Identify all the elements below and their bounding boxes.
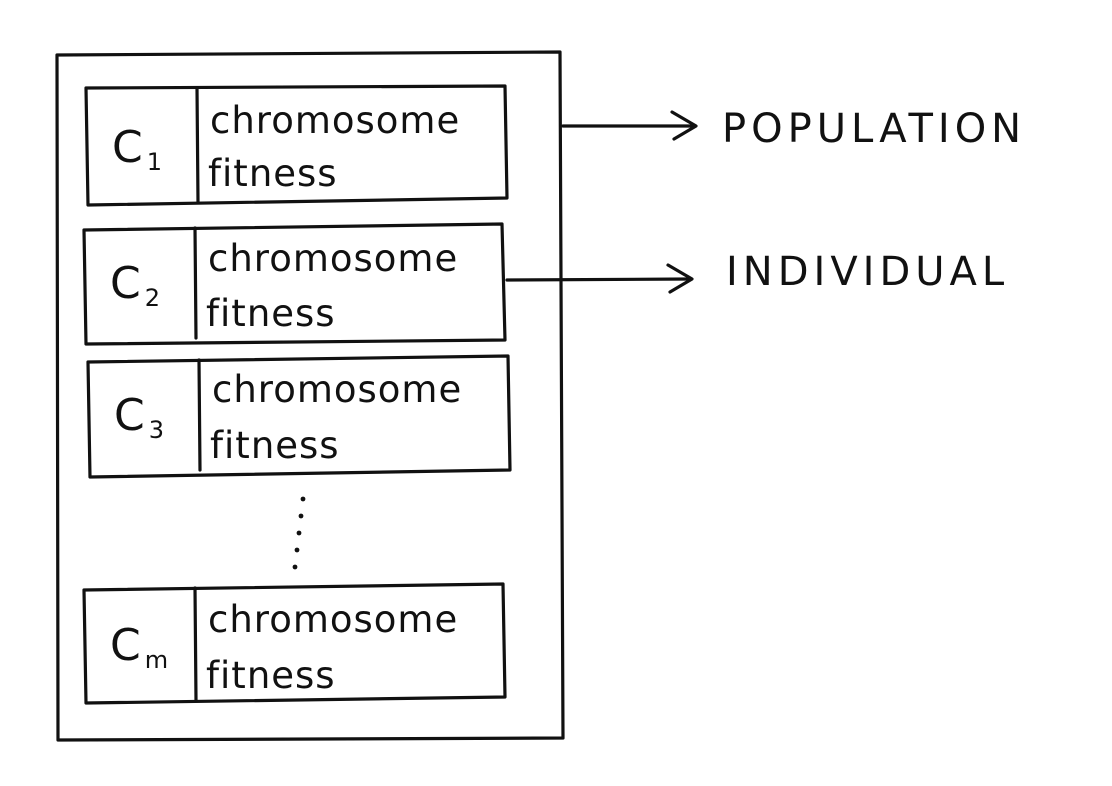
chromosome-label: chromosome: [212, 368, 462, 411]
individual-box: [86, 354, 512, 479]
id-divider: [195, 86, 200, 204]
vertical-ellipsis: [292, 496, 306, 570]
individual-arrow: [505, 263, 694, 294]
population-arrow: [561, 110, 698, 141]
population-container: [55, 50, 565, 742]
chromosome-label: chromosome: [208, 598, 458, 641]
id-divider: [197, 358, 202, 472]
fitness-label: fitness: [208, 152, 338, 195]
id-divider: [193, 226, 198, 340]
fitness-label: fitness: [206, 292, 336, 335]
id-divider: [193, 586, 198, 702]
chromosome-label: chromosome: [208, 237, 458, 280]
fitness-label: fitness: [210, 424, 340, 467]
individual-box: [82, 222, 507, 346]
chromosome-label: chromosome: [210, 99, 460, 142]
fitness-label: fitness: [206, 654, 336, 697]
population-label: POPULATION: [722, 106, 1026, 152]
individual-box: [82, 582, 507, 705]
individual-label: INDIVIDUAL: [726, 249, 1009, 295]
individual-box: [84, 84, 509, 207]
